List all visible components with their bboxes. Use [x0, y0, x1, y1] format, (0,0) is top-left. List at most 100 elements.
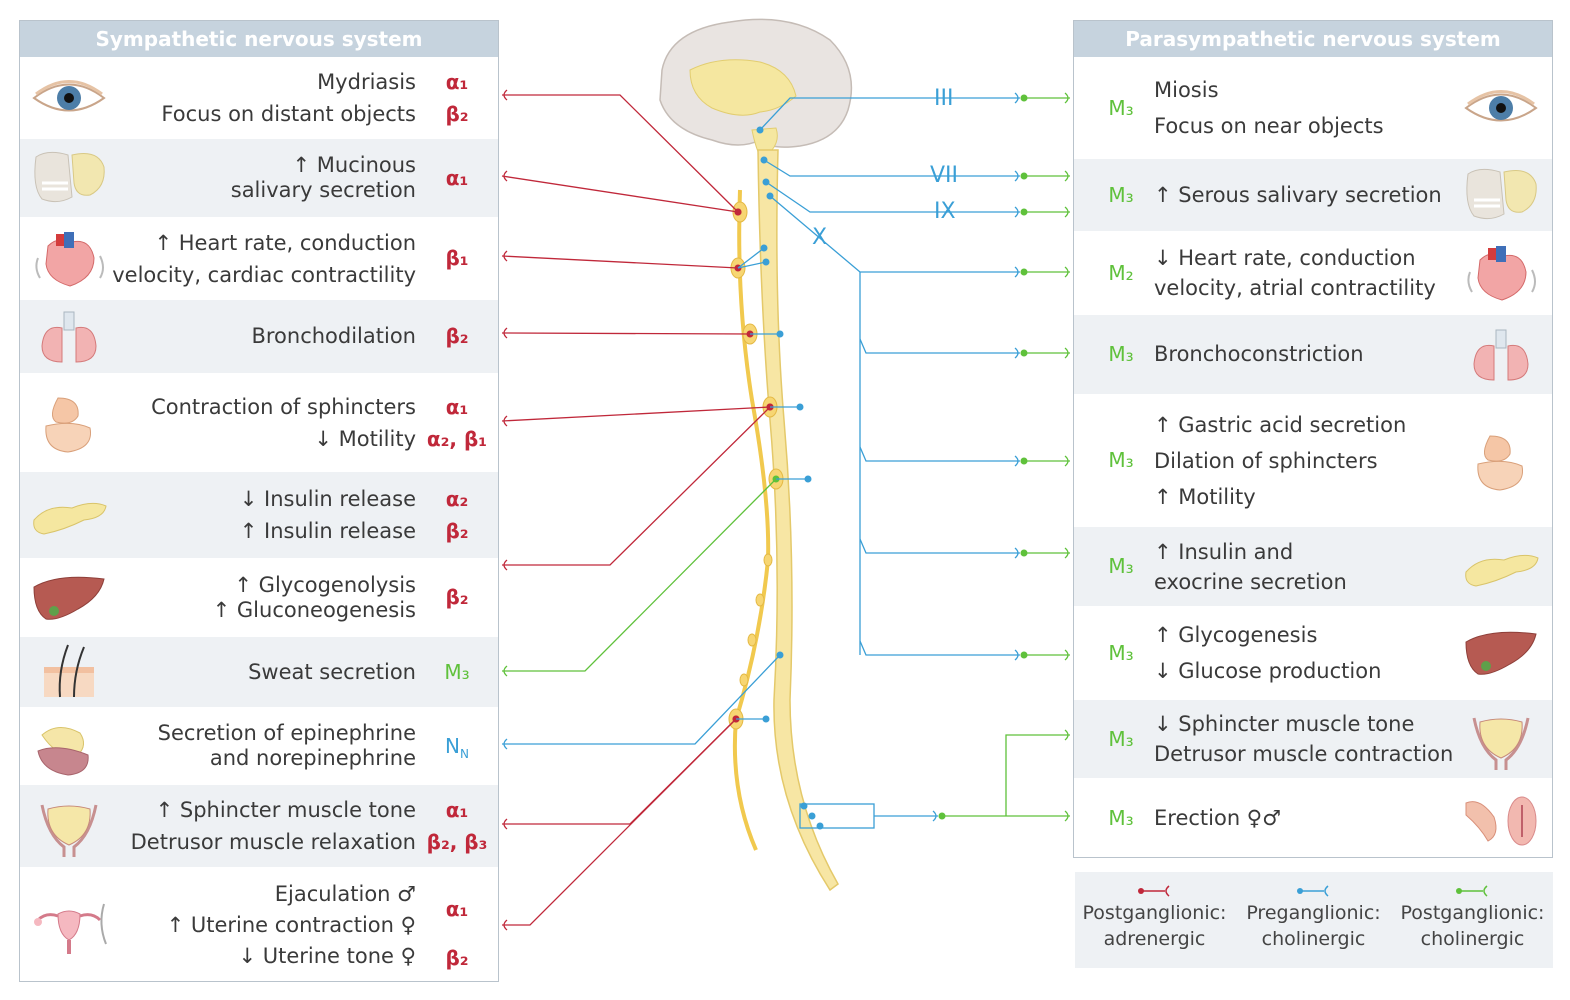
pancreas-icon: [1460, 536, 1542, 598]
effect-text: Contraction of sphincters: [151, 394, 416, 419]
effect-text: ↑ Gluconeogenesis: [212, 597, 416, 622]
receptor-label: α₁: [422, 885, 492, 935]
effect-text: Secretion of epinephrine: [157, 721, 416, 745]
cranial-nerve-label-x: X: [812, 225, 828, 250]
receptor-text: β₂, β₃: [426, 830, 488, 854]
receptor-labels: β₂: [422, 324, 492, 349]
effect-text: Sweat secretion: [248, 659, 416, 684]
sympathetic-effects: Sweat secretion: [248, 660, 416, 685]
sympathetic-effects: Bronchodilation: [251, 324, 416, 349]
receptor-cup: [503, 738, 508, 750]
effect-text: Erection ♀♂: [1154, 805, 1282, 830]
receptor-text: α₁: [445, 798, 469, 822]
receptor-text: α₁: [445, 394, 469, 419]
receptor-cup: [1014, 347, 1019, 359]
legend-label-line1: Postganglionic:: [1400, 902, 1545, 924]
liver-icon: [28, 567, 110, 629]
eye-icon: [1460, 77, 1542, 139]
legend-symbol: [1137, 885, 1170, 897]
nerve-fiber: [859, 338, 1020, 354]
receptor-cup: [503, 919, 508, 931]
receptor-label: β₂: [422, 98, 492, 130]
receptor-cup: [1064, 810, 1069, 822]
nerve-fiber: [737, 261, 767, 269]
receptor-label: α₁: [422, 66, 492, 98]
nerve-fiber: [859, 538, 1020, 554]
nerve-fiber: [737, 247, 765, 269]
cranial-nerve-label-vii: VII: [930, 163, 959, 188]
liver-icon: [1460, 622, 1542, 684]
cranial-nerve-label-iii: III: [934, 86, 954, 111]
nerve-fiber: [501, 175, 739, 213]
receptor-text: α₁: [445, 70, 469, 94]
receptor-label: β₂: [422, 515, 492, 547]
cranial-nerve-label-ix: IX: [934, 199, 956, 224]
synapse-dot: [762, 258, 770, 266]
sympathetic-effects: Contraction of sphincters↓ Motility: [151, 391, 416, 455]
receptor-labels: α₁: [422, 166, 492, 191]
receptor-label: M₃: [1108, 805, 1134, 830]
brain-inner: [689, 59, 797, 116]
effect-text: ↑ Gastric acid secretion: [1154, 412, 1407, 437]
legend-label-line2: cholinergic: [1420, 928, 1525, 950]
effect-text: ↓ Insulin release: [239, 487, 416, 511]
receptor-cup: [1064, 729, 1069, 741]
nerve-fiber: [502, 718, 737, 825]
receptor-label: α₁: [422, 794, 492, 826]
synapse-dot: [760, 244, 768, 252]
sympathetic-effects: ↑ Glycogenolysis↑ Gluconeogenesis: [213, 573, 416, 623]
effect-text: ↑ Motility: [1154, 484, 1256, 509]
receptor-cup: [1064, 547, 1069, 559]
effect-text: Miosis: [1154, 78, 1219, 102]
receptor-label: NN: [422, 734, 492, 767]
parasympathetic-effects: ↑ Serous salivary secretion: [1154, 183, 1442, 208]
receptor-label: α₁: [422, 391, 492, 423]
effect-text: ↑ Heart rate, conduction: [154, 230, 416, 255]
synapse-dot: [762, 178, 770, 186]
receptor-labels: α₁ β₂, β₃: [422, 794, 492, 858]
heart-icon: [28, 228, 110, 290]
nerve-fiber: [765, 181, 1020, 213]
ganglion-small: [763, 553, 773, 567]
receptor-label: M₃: [1108, 726, 1134, 751]
parasympathetic-effects: ↑ Glycogenesis↓ Glucose production: [1154, 617, 1381, 689]
receptor-label: β₂, β₃: [422, 826, 492, 858]
receptor-labels: NN: [422, 734, 492, 767]
receptor-cup: [1064, 649, 1069, 661]
synapse-dot: [776, 330, 784, 338]
central-nervous-system: [659, 18, 853, 892]
parasympathetic-wires: [756, 92, 1070, 830]
synapse-dot: [808, 812, 816, 820]
sympathetic-row: Ejaculation ♂↑ Uterine contraction ♀↓ Ut…: [20, 867, 498, 983]
nerve-fiber: [502, 718, 737, 926]
receptor-cup: [1064, 170, 1069, 182]
synapse-dot: [776, 651, 784, 659]
sympathetic-effects: Ejaculation ♂↑ Uterine contraction ♀↓ Ut…: [167, 879, 416, 972]
adrenal-gland-icon: [28, 715, 110, 777]
effect-text: ↑ Sphincter muscle tone: [155, 798, 416, 822]
synapse-dot: [766, 192, 774, 200]
legend-item-preganglionic: Preganglionic:cholinergic: [1234, 872, 1393, 968]
receptor-cup: [503, 415, 508, 427]
receptor-cup: [503, 327, 508, 339]
nerve-fiber: [502, 406, 771, 566]
ganglion-small: [739, 673, 749, 687]
effect-text: Bronchodilation: [251, 324, 416, 348]
receptor-text: β₁: [445, 246, 469, 270]
